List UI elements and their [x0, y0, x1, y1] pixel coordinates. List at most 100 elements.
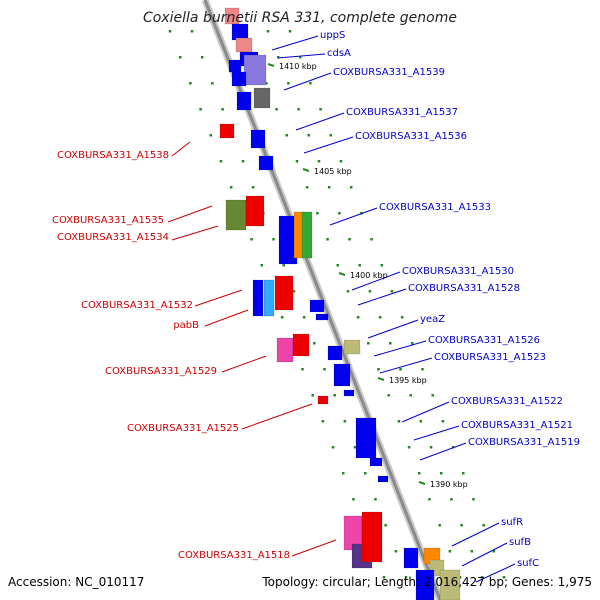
- tick-dash: [302, 168, 310, 172]
- track-dot: [352, 498, 355, 501]
- gene-block: [219, 123, 235, 139]
- track-dot: [348, 238, 351, 241]
- track-dot: [343, 420, 347, 423]
- leader-line: [367, 319, 419, 339]
- gene-label-forward[interactable]: yeaZ: [420, 314, 446, 325]
- gene-label-forward[interactable]: uppS: [320, 30, 346, 41]
- gene-block: [225, 199, 247, 231]
- leader-line: [303, 136, 354, 154]
- track-dot: [374, 498, 377, 501]
- track-dot: [316, 212, 319, 215]
- gene-label-reverse[interactable]: COXBURSA331_A1535: [52, 215, 164, 226]
- leader-line: [171, 225, 219, 241]
- track-dot: [219, 160, 223, 163]
- track-dot: [421, 368, 424, 371]
- gene-block: [231, 71, 247, 87]
- track-dot: [411, 342, 414, 345]
- track-dot: [288, 30, 292, 33]
- track-dot: [502, 576, 506, 579]
- track-dot: [358, 264, 361, 267]
- track-dot: [480, 576, 484, 579]
- leader-line: [167, 205, 213, 223]
- gene-label-reverse[interactable]: COXBURSA331_A1534: [57, 232, 169, 243]
- gene-label-reverse[interactable]: COXBURSA331_A1518: [178, 550, 290, 561]
- track-dot: [431, 394, 434, 397]
- leader-line: [271, 35, 319, 51]
- gene-block: [415, 569, 435, 600]
- track-dot: [380, 264, 383, 267]
- track-dot: [211, 82, 214, 85]
- gene-label-forward[interactable]: COXBURSA331_A1537: [346, 107, 458, 118]
- accession-text: Accession: NC_010117: [8, 575, 145, 589]
- track-dot: [292, 290, 296, 293]
- gene-label-forward[interactable]: sufB: [509, 537, 531, 548]
- leader-line: [379, 357, 433, 374]
- leader-line: [171, 141, 191, 157]
- leader-line: [329, 207, 378, 226]
- gene-label-forward[interactable]: COXBURSA331_A1521: [461, 420, 573, 431]
- track-dot: [275, 108, 278, 111]
- track-dot: [346, 290, 350, 293]
- gene-label-reverse[interactable]: COXBURSA331_A1538: [57, 150, 169, 161]
- gene-label-reverse[interactable]: COXBURSA331_A1532: [81, 300, 193, 311]
- gene-label-forward[interactable]: COXBURSA331_A1536: [355, 131, 467, 142]
- gene-label-forward[interactable]: cdsA: [327, 48, 351, 59]
- gene-block: [315, 313, 329, 321]
- track-dot: [241, 160, 245, 163]
- gene-block: [403, 547, 419, 569]
- track-dot: [323, 368, 326, 371]
- gene-label-forward[interactable]: sufR: [501, 517, 524, 528]
- gene-label-reverse[interactable]: pabB: [173, 320, 199, 331]
- track-dot: [384, 524, 387, 527]
- track-dot: [301, 368, 304, 371]
- gene-label-reverse[interactable]: COXBURSA331_A1525: [127, 423, 239, 434]
- leader-line: [283, 72, 332, 91]
- leader-line: [451, 522, 500, 547]
- gene-label-forward[interactable]: COXBURSA331_A1539: [333, 67, 445, 78]
- gene-label-forward[interactable]: COXBURSA331_A1519: [468, 437, 580, 448]
- leader-line: [357, 288, 407, 306]
- gene-label-forward[interactable]: COXBURSA331_A1533: [379, 202, 491, 213]
- track-dot: [404, 576, 408, 579]
- map-title: Coxiella burnetii RSA 331, complete geno…: [143, 10, 457, 26]
- tick-dash: [338, 272, 346, 276]
- gene-block: [236, 91, 252, 111]
- track-dot: [309, 82, 312, 85]
- track-dot: [394, 550, 398, 553]
- track-dot: [419, 420, 423, 423]
- track-dot: [326, 238, 329, 241]
- gene-block: [439, 569, 461, 600]
- gene-block: [235, 37, 253, 53]
- track-dot: [458, 576, 462, 579]
- tick-label: 1390 kbp: [430, 480, 468, 489]
- track-dot: [400, 316, 404, 319]
- gene-block: [361, 511, 383, 563]
- gene-label-forward[interactable]: COXBURSA331_A1523: [434, 352, 546, 363]
- track-dot: [440, 472, 443, 475]
- leader-line: [373, 340, 427, 357]
- gene-label-forward[interactable]: COXBURSA331_A1526: [428, 335, 540, 346]
- gene-label-reverse[interactable]: COXBURSA331_A1529: [105, 366, 217, 377]
- track-dot: [168, 30, 172, 33]
- track-dot: [482, 524, 485, 527]
- track-dot: [441, 420, 445, 423]
- leader-line: [475, 563, 516, 583]
- track-dot: [470, 550, 474, 553]
- gene-label-forward[interactable]: COXBURSA331_A1530: [402, 266, 514, 277]
- track-dot: [190, 30, 194, 33]
- gene-block: [377, 475, 389, 483]
- tick-label: 1405 kbp: [314, 167, 352, 176]
- gene-label-forward[interactable]: sufC: [517, 558, 540, 569]
- leader-line: [241, 403, 313, 430]
- genome-summary-text: Topology: circular; Length: 2,016,427 bp…: [262, 575, 592, 589]
- gene-label-forward[interactable]: COXBURSA331_A1528: [408, 283, 520, 294]
- track-dot: [462, 472, 465, 475]
- track-dot: [260, 264, 263, 267]
- leader-line: [277, 53, 326, 59]
- gene-label-forward[interactable]: COXBURSA331_A1522: [451, 396, 563, 407]
- gene-block: [355, 417, 377, 459]
- gene-block: [228, 59, 242, 73]
- track-dot: [382, 576, 386, 579]
